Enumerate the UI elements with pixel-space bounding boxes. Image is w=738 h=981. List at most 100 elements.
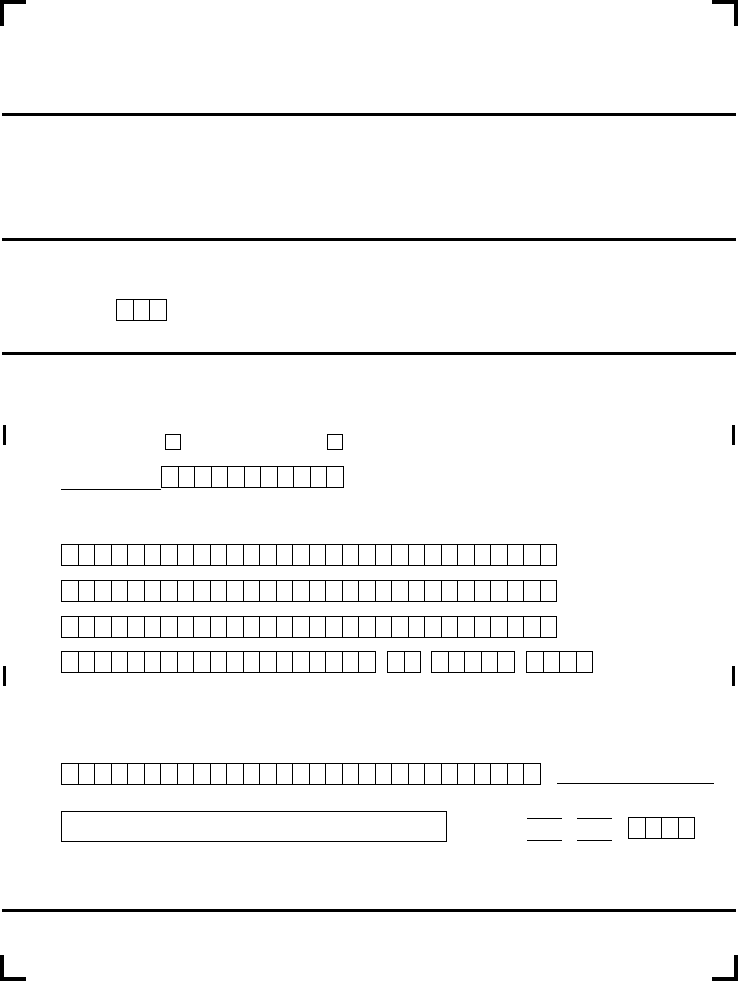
character-box[interactable]: [162, 467, 179, 487]
character-box[interactable]: [179, 467, 195, 487]
character-box[interactable]: [178, 581, 194, 601]
character-box[interactable]: [376, 581, 392, 601]
character-box[interactable]: [465, 652, 482, 672]
character-box[interactable]: [343, 764, 359, 784]
character-box[interactable]: [311, 467, 327, 487]
character-box[interactable]: [425, 545, 442, 565]
character-box[interactable]: [79, 581, 95, 601]
character-box[interactable]: [161, 545, 178, 565]
character-box[interactable]: [117, 300, 134, 320]
character-box[interactable]: [409, 545, 425, 565]
character-box[interactable]: [310, 652, 326, 672]
character-box[interactable]: [293, 764, 310, 784]
character-box[interactable]: [112, 764, 128, 784]
character-box[interactable]: [310, 617, 326, 637]
character-box[interactable]: [293, 617, 310, 637]
character-box[interactable]: [508, 581, 524, 601]
character-box[interactable]: [359, 764, 376, 784]
character-box[interactable]: [145, 764, 161, 784]
character-box[interactable]: [475, 545, 491, 565]
character-box[interactable]: [95, 764, 112, 784]
character-box[interactable]: [475, 581, 491, 601]
character-box[interactable]: [211, 545, 227, 565]
character-box[interactable]: [524, 581, 541, 601]
character-box[interactable]: [458, 545, 475, 565]
character-box[interactable]: [449, 652, 465, 672]
character-box[interactable]: [392, 764, 409, 784]
character-box[interactable]: [194, 652, 211, 672]
character-box[interactable]: [95, 581, 112, 601]
character-box[interactable]: [442, 764, 458, 784]
date-year-boxes[interactable]: [628, 817, 695, 839]
character-box[interactable]: [326, 581, 343, 601]
character-box[interactable]: [458, 617, 475, 637]
character-box[interactable]: [95, 617, 112, 637]
character-box[interactable]: [278, 467, 294, 487]
character-box[interactable]: [112, 581, 128, 601]
character-box[interactable]: [409, 764, 425, 784]
character-box[interactable]: [145, 545, 161, 565]
character-box[interactable]: [194, 764, 211, 784]
character-box[interactable]: [195, 467, 212, 487]
character-box[interactable]: [260, 581, 277, 601]
character-box[interactable]: [458, 764, 475, 784]
character-box[interactable]: [161, 764, 178, 784]
signature-name-boxes[interactable]: [61, 763, 541, 785]
character-box[interactable]: [244, 617, 260, 637]
character-box[interactable]: [62, 545, 79, 565]
character-box[interactable]: [343, 545, 359, 565]
character-box[interactable]: [376, 545, 392, 565]
character-box[interactable]: [425, 764, 442, 784]
character-box[interactable]: [161, 652, 178, 672]
character-box[interactable]: [277, 764, 293, 784]
character-box[interactable]: [194, 581, 211, 601]
character-box[interactable]: [524, 764, 541, 784]
character-box[interactable]: [211, 652, 227, 672]
character-box[interactable]: [294, 467, 311, 487]
character-box[interactable]: [524, 545, 541, 565]
character-box[interactable]: [145, 652, 161, 672]
character-box[interactable]: [244, 545, 260, 565]
character-box[interactable]: [405, 652, 421, 672]
character-box[interactable]: [388, 652, 405, 672]
character-box[interactable]: [227, 764, 244, 784]
character-box[interactable]: [541, 545, 557, 565]
character-box[interactable]: [277, 652, 293, 672]
character-box[interactable]: [128, 581, 145, 601]
character-box[interactable]: [211, 617, 227, 637]
character-box[interactable]: [161, 617, 178, 637]
character-box[interactable]: [475, 617, 491, 637]
character-box[interactable]: [79, 652, 95, 672]
character-box[interactable]: [178, 764, 194, 784]
character-box[interactable]: [376, 617, 392, 637]
character-box[interactable]: [541, 617, 557, 637]
character-box[interactable]: [79, 545, 95, 565]
character-box[interactable]: [293, 581, 310, 601]
character-box[interactable]: [62, 764, 79, 784]
character-box[interactable]: [145, 617, 161, 637]
character-box[interactable]: [560, 652, 577, 672]
character-box[interactable]: [79, 617, 95, 637]
character-box[interactable]: [128, 545, 145, 565]
character-box[interactable]: [491, 545, 508, 565]
character-box[interactable]: [277, 617, 293, 637]
character-box[interactable]: [150, 300, 167, 320]
character-box[interactable]: [128, 617, 145, 637]
character-box[interactable]: [128, 652, 145, 672]
character-box[interactable]: [194, 545, 211, 565]
option-2-checkbox[interactable]: [327, 434, 343, 450]
character-box[interactable]: [212, 467, 228, 487]
character-box[interactable]: [662, 818, 679, 838]
character-box[interactable]: [475, 764, 491, 784]
character-box[interactable]: [442, 617, 458, 637]
character-box[interactable]: [326, 764, 343, 784]
character-box[interactable]: [277, 581, 293, 601]
character-box[interactable]: [482, 652, 498, 672]
character-box[interactable]: [293, 652, 310, 672]
character-box[interactable]: [359, 617, 376, 637]
character-box[interactable]: [95, 545, 112, 565]
character-box[interactable]: [343, 652, 359, 672]
character-box[interactable]: [112, 617, 128, 637]
character-box[interactable]: [646, 818, 662, 838]
character-box[interactable]: [527, 652, 544, 672]
